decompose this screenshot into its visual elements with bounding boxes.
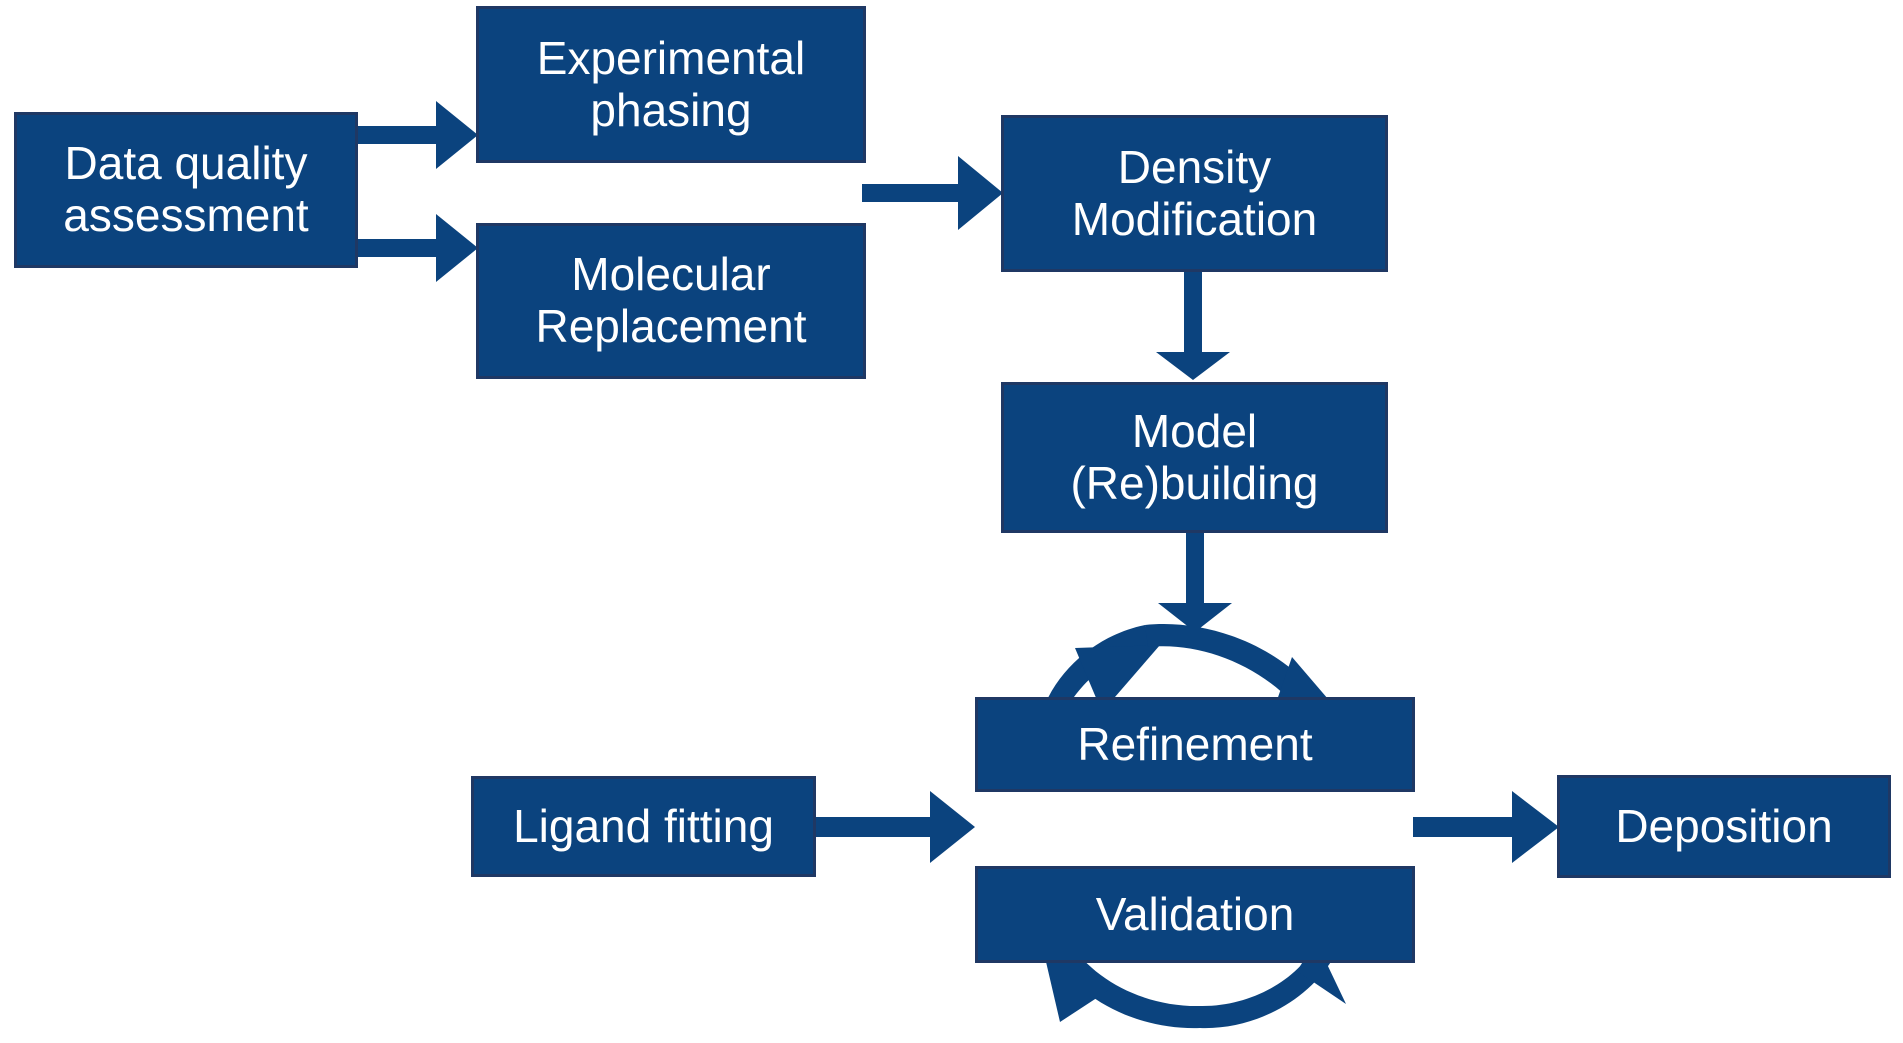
node-validation[interactable]: Validation bbox=[975, 866, 1415, 963]
cycle-arrows bbox=[1040, 624, 1346, 1029]
arrow-density-to-model-rebuilding bbox=[1156, 270, 1230, 380]
node-model-rebuilding[interactable]: Model (Re)building bbox=[1001, 382, 1388, 533]
arrow-model-rebuilding-to-refinement bbox=[1158, 531, 1232, 632]
arrow-ligand-fitting-to-refinement bbox=[814, 791, 975, 863]
node-experimental-phasing[interactable]: Experimental phasing bbox=[476, 6, 866, 163]
node-ligand-fitting[interactable]: Ligand fitting bbox=[471, 776, 816, 877]
node-molecular-replacement[interactable]: Molecular Replacement bbox=[476, 223, 866, 379]
arrow-experimental-to-density bbox=[862, 156, 1003, 230]
node-data-quality-assessment[interactable]: Data quality assessment bbox=[14, 112, 358, 268]
node-deposition[interactable]: Deposition bbox=[1557, 775, 1891, 878]
node-refinement[interactable]: Refinement bbox=[975, 697, 1415, 792]
node-density-modification[interactable]: Density Modification bbox=[1001, 115, 1388, 272]
arrow-validation-to-deposition bbox=[1413, 791, 1559, 863]
arrow-data-quality-to-molecular bbox=[356, 214, 478, 282]
arrow-data-quality-to-experimental bbox=[356, 101, 478, 169]
